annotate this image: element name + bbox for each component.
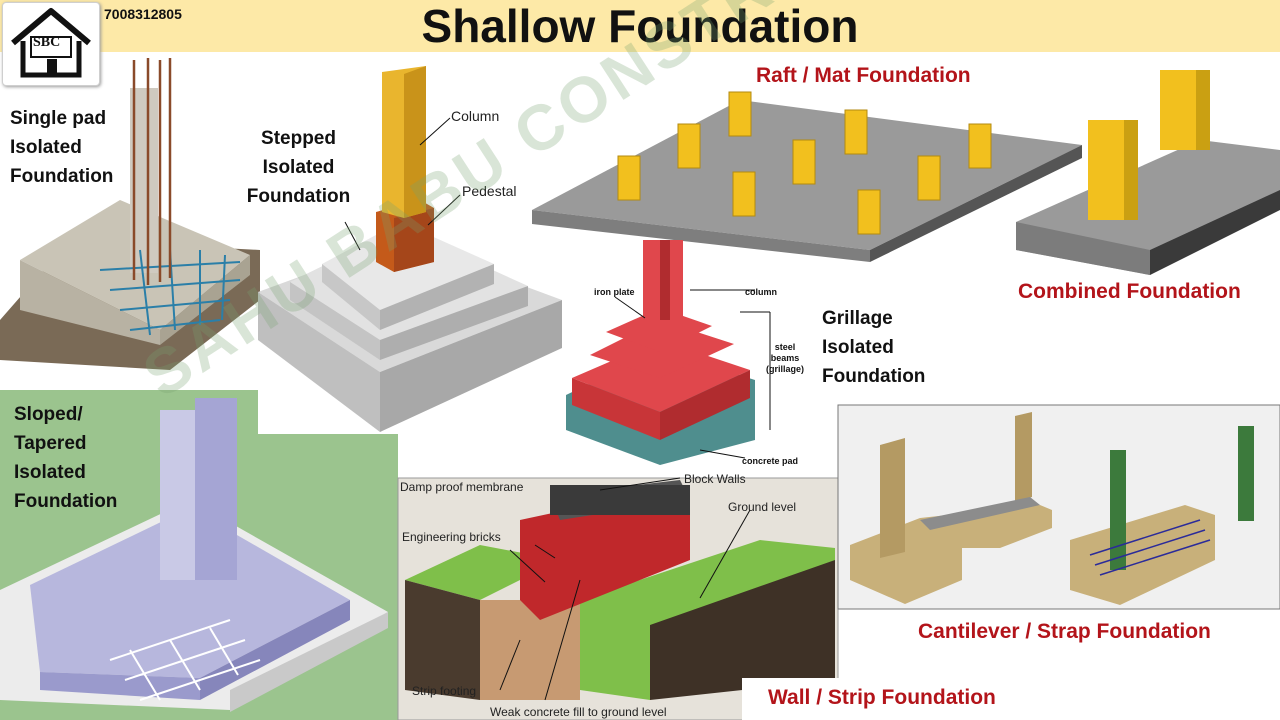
- cantilever-foundation-illustration: [837, 404, 1280, 610]
- grillage-foundation-illustration: [566, 240, 771, 465]
- annotation-damp-proof: Damp proof membrane: [400, 480, 524, 494]
- logo-text: SBC: [33, 35, 61, 50]
- raft-foundation-illustration: [532, 91, 1082, 262]
- sbc-logo: SBC: [2, 2, 100, 86]
- annotation-block-walls: Block Walls: [684, 472, 746, 486]
- label-raft: Raft / Mat Foundation: [756, 64, 971, 87]
- stepped-foundation-illustration: [258, 66, 562, 432]
- annotation-engineering-bricks: Engineering bricks: [402, 530, 501, 544]
- house-logo-icon: [11, 8, 91, 78]
- annotation-concrete-pad: concrete pad: [742, 456, 799, 466]
- single-pad-foundation-illustration: [0, 58, 260, 370]
- page-title: Shallow Foundation: [421, 0, 859, 52]
- annotation-iron-plate: iron plate: [594, 287, 635, 297]
- annotation-grillage-column: column: [745, 287, 778, 297]
- label-stepped: Stepped Isolated Foundation: [246, 128, 351, 207]
- label-sloped: Sloped/ Tapered Isolated Foundation: [14, 404, 118, 512]
- label-grillage: Grillage Isolated Foundation: [822, 308, 926, 387]
- label-combined: Combined Foundation: [1018, 280, 1241, 303]
- strip-foundation-illustration: [397, 477, 839, 720]
- label-wall-strip: Wall / Strip Foundation: [768, 686, 996, 709]
- annotation-column: Column: [451, 108, 500, 124]
- annotation-weak-concrete: Weak concrete fill to ground level: [490, 705, 667, 719]
- combined-foundation-illustration: [1016, 70, 1280, 275]
- annotation-pedestal: Pedestal: [462, 183, 517, 199]
- phone-number: 7008312805: [104, 6, 182, 22]
- title-banner: [0, 0, 1280, 52]
- label-cantilever: Cantilever / Strap Foundation: [918, 620, 1211, 643]
- annotation-strip-footing: Strip footing: [412, 684, 477, 698]
- label-single-pad: Single pad Isolated Foundation: [10, 108, 114, 187]
- annotation-ground-level: Ground level: [728, 500, 797, 514]
- sloped-foundation-illustration: [0, 398, 388, 712]
- strip-label-bg: [742, 678, 1042, 720]
- annotation-steel-beams: steel beams (grillage): [766, 342, 805, 374]
